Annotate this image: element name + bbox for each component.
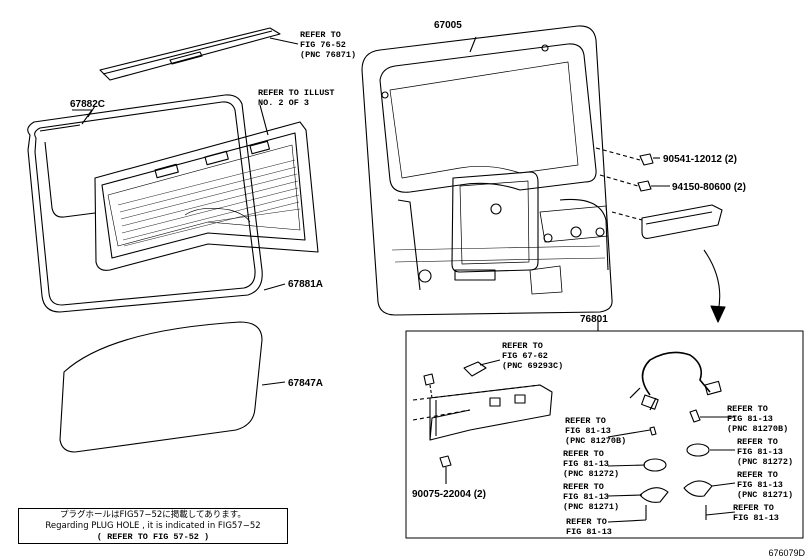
ref-glass-2: NO. 2 OF 3	[258, 98, 309, 108]
ref-lamp-l2-3: (PNC 81272)	[563, 469, 619, 479]
ref-lamp-r2-2: FIG 81-13	[737, 447, 783, 457]
detail-arrow	[703, 249, 726, 323]
license-garnish-drawing	[611, 204, 723, 239]
part-90075: 90075-22004 (2)	[412, 489, 486, 500]
ref-lamp-r1-2: FIG 81-13	[727, 414, 773, 424]
diagram-id: 676079D	[768, 548, 805, 558]
part-67847a: 67847A	[288, 378, 323, 389]
ref-lamp-l2-1: REFER TO	[563, 449, 604, 459]
note-line-japanese: プラグホールはFIG57−52に掲載してあります。	[60, 510, 246, 520]
note-line-english: Regarding PLUG HOLE , it is indicated in…	[45, 521, 261, 531]
ref-lamp-l1-3: (PNC 81270B)	[565, 436, 626, 446]
ref-lamp-r4-1: REFER TO	[733, 503, 774, 513]
refer-labels: REFER TO FIG 76-52 (PNC 76871) REFER TO …	[258, 30, 793, 537]
ref-lamp-l3-2: FIG 81-13	[563, 492, 609, 502]
ref-plate-2: FIG 67-62	[502, 351, 548, 361]
part-76801: 76801	[580, 314, 608, 325]
ref-lamp-l1-1: REFER TO	[565, 416, 606, 426]
ref-lamp-l4-1: REFER TO	[566, 517, 607, 527]
part-67005: 67005	[434, 20, 462, 31]
ref-lamp-r3-1: REFER TO	[737, 470, 778, 480]
ref-plate-3: (PNC 69293C)	[502, 361, 563, 371]
ref-lamp-l1-2: FIG 81-13	[565, 426, 611, 436]
trim-board-drawing	[59, 321, 286, 453]
back-glass-drawing	[94, 104, 319, 271]
part-labels: 67005 67882C 67881A 67847A 76801 90541-1…	[70, 20, 746, 500]
ref-lamp-r1-1: REFER TO	[727, 404, 768, 414]
plate-bracket-drawing	[412, 359, 553, 484]
fastener-drawing	[595, 147, 670, 192]
ref-top-strip-3: (PNC 76871)	[300, 50, 356, 60]
ref-lamp-l3-1: REFER TO	[563, 482, 604, 492]
plug-hole-note: プラグホールはFIG57−52に掲載してあります。 Regarding PLUG…	[18, 508, 288, 544]
ref-lamp-l4-2: FIG 81-13	[566, 527, 612, 537]
part-90541: 90541-12012 (2)	[663, 154, 737, 165]
detail-box	[405, 320, 804, 539]
weatherstrip-drawing	[27, 94, 263, 313]
note-line-reference: ( REFER TO FIG 57-52 )	[96, 532, 210, 542]
ref-lamp-r4-2: FIG 81-13	[733, 513, 779, 523]
ref-lamp-l3-3: (PNC 81271)	[563, 502, 619, 512]
spoiler-strip-drawing	[99, 27, 299, 81]
part-94150: 94150-80600 (2)	[672, 182, 746, 193]
ref-lamp-r3-2: FIG 81-13	[737, 480, 783, 490]
ref-lamp-r3-3: (PNC 81271)	[737, 490, 793, 500]
back-door-drawing	[361, 25, 613, 316]
part-67882c: 67882C	[70, 99, 105, 110]
ref-glass-1: REFER TO ILLUST	[258, 88, 335, 98]
ref-plate-1: REFER TO	[502, 341, 543, 351]
ref-top-strip-1: REFER TO	[300, 30, 341, 40]
ref-lamp-l2-2: FIG 81-13	[563, 459, 609, 469]
part-67881a: 67881A	[288, 279, 323, 290]
harness-drawing	[607, 351, 736, 523]
ref-lamp-r2-1: REFER TO	[737, 437, 778, 447]
ref-lamp-r1-3: (PNC 81270B)	[727, 424, 788, 434]
ref-lamp-r2-3: (PNC 81272)	[737, 457, 793, 467]
ref-top-strip-2: FIG 76-52	[300, 40, 346, 50]
